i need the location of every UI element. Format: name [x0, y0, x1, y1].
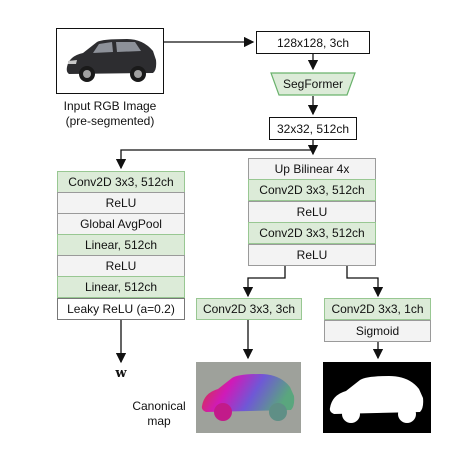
- decoder-conv-1: Conv2D 3x3, 512ch: [248, 179, 376, 201]
- left-relu-1: ReLU: [57, 192, 185, 214]
- feature-box: 32x32, 512ch: [269, 117, 357, 140]
- left-linear-1: Linear, 512ch: [57, 234, 185, 256]
- canonical-map-label-line2: map: [147, 414, 171, 428]
- left-leaky-relu: Leaky ReLU (a=0.2): [57, 298, 185, 320]
- input-car-image: [56, 28, 164, 94]
- input-caption-line2: (pre-segmented): [65, 114, 155, 128]
- segformer-label: SegFormer: [282, 77, 344, 91]
- left-conv-512: Conv2D 3x3, 512ch: [57, 171, 185, 193]
- decoder-relu-1: ReLU: [248, 201, 376, 223]
- left-linear-2: Linear, 512ch: [57, 276, 185, 298]
- left-relu-2: ReLU: [57, 255, 185, 277]
- input-caption-line1: Input RGB Image: [63, 99, 157, 113]
- canonical-conv-3ch: Conv2D 3x3, 3ch: [196, 298, 302, 320]
- decoder-upsample: Up Bilinear 4x: [248, 158, 376, 180]
- left-global-avgpool: Global AvgPool: [57, 213, 185, 235]
- input-caption: Input RGB Image (pre-segmented): [40, 99, 180, 129]
- segformer-block: SegFormer: [270, 72, 356, 96]
- arrow-decoder-to-canonical-head: [242, 266, 286, 298]
- w-output-label: w: [115, 366, 127, 381]
- mask-sigmoid: Sigmoid: [324, 320, 431, 342]
- mask-conv-1ch: Conv2D 3x3, 1ch: [324, 298, 431, 320]
- mask-output-image: [323, 362, 431, 433]
- resize-box: 128x128, 3ch: [256, 31, 370, 54]
- decoder-conv-2: Conv2D 3x3, 512ch: [248, 222, 376, 244]
- decoder-relu-2: ReLU: [248, 244, 376, 266]
- canonical-map-label: Canonical map: [126, 399, 192, 429]
- canonical-map-image: [196, 362, 301, 433]
- canonical-map-label-line1: Canonical: [132, 399, 186, 413]
- arrow-decoder-to-mask-head: [346, 266, 384, 298]
